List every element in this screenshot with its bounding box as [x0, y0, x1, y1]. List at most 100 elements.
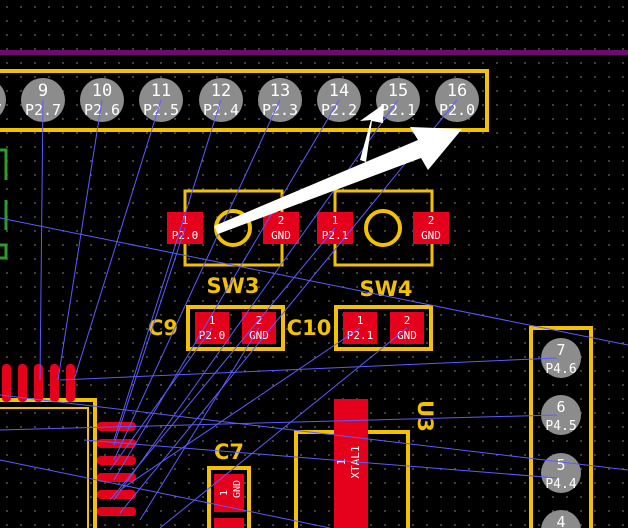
ratsnest-line	[0, 414, 558, 431]
ratsnest-line	[109, 327, 213, 471]
c7-pad-1[interactable]: 1 GND	[214, 474, 244, 528]
ratsnest-line	[39, 99, 44, 381]
pin-number: 4	[556, 513, 565, 528]
c9-pad-1-number: 1	[209, 314, 216, 327]
left-ic-footprint	[0, 398, 97, 528]
pin-number: 7	[556, 341, 565, 359]
pin-number: 6	[556, 398, 565, 416]
ratsnest-line	[83, 439, 558, 479]
pin-net-name: P2.2	[321, 101, 357, 119]
c10-pad-2-number: 2	[404, 314, 411, 327]
pin-number: 15	[388, 81, 408, 101]
header-right-pin[interactable]: 7P4.6	[541, 338, 581, 378]
c10-outline	[334, 305, 433, 351]
sw3-pad-1-number: 1	[182, 214, 189, 227]
sw4-pad-2[interactable]: 2 GND	[413, 212, 449, 244]
sw4-reference-label: SW4	[360, 277, 413, 301]
c10-reference-label: C10	[287, 316, 332, 340]
header-right-outline	[529, 326, 593, 528]
pin-number: 5	[556, 456, 565, 474]
c7-outline	[207, 466, 251, 528]
ratsnest-line	[109, 227, 336, 501]
pin-net-name: P2.7	[0, 101, 2, 119]
pin-number: 9	[38, 81, 48, 101]
c9-reference-label: C9	[148, 316, 178, 340]
ratsnest-line	[0, 394, 628, 471]
header-right-pin[interactable]: 6P4.5	[541, 395, 581, 435]
ratsnest-line	[0, 217, 628, 346]
pin-number: 16	[447, 81, 467, 101]
sw4-pad-1-net: P2.1	[322, 229, 349, 242]
ratsnest-line	[113, 99, 399, 501]
pin-net-name: P4.4	[545, 477, 576, 492]
ic-pad	[50, 364, 59, 402]
ic-pad	[97, 507, 136, 516]
board-edge-line	[0, 50, 628, 55]
arrow-to-p2-1	[360, 104, 384, 162]
sw3-pad-1-net: P2.0	[172, 229, 199, 242]
ratsnest-line	[59, 357, 558, 381]
ic-pad	[34, 364, 43, 402]
header-top-outline	[0, 69, 489, 132]
sw4-center-hole	[364, 209, 402, 247]
header-right-pins: 7P4.6 6P4.5 5P4.4 4	[541, 338, 581, 528]
u3-reference-label: U3	[413, 400, 437, 432]
sw4-pad-2-number: 2	[428, 214, 435, 227]
arrow-to-p2-0	[214, 127, 462, 234]
header-right-pin[interactable]: 5P4.4	[541, 453, 581, 493]
pin-net-name: P2.4	[203, 101, 239, 119]
through-hole-pad	[541, 338, 581, 378]
sw3-pad-2-number: 2	[278, 214, 285, 227]
ratsnest-line	[0, 459, 331, 528]
pin-number: 11	[151, 81, 171, 101]
u3-pad-1[interactable]: 1 XTAL1	[334, 399, 368, 528]
c7-pad-1-net: GND	[232, 480, 243, 498]
sw3-pad-2[interactable]: 2 GND	[263, 212, 299, 244]
pin-net-name: P4.6	[545, 362, 576, 377]
left-ic-pads	[2, 364, 136, 516]
sw4-pad-1-number: 1	[332, 214, 339, 227]
pin-net-name: P2.5	[143, 101, 179, 119]
header-right-pin[interactable]: 4	[541, 510, 581, 528]
pin-number: 10	[92, 81, 112, 101]
pin-number: 13	[270, 81, 290, 101]
ratsnest-line	[113, 99, 281, 461]
pin-net-name: P2.0	[439, 101, 475, 119]
through-hole-pad	[0, 84, 6, 116]
ratsnest-line	[73, 99, 162, 381]
c10-pad-2[interactable]: 2 GND	[390, 312, 424, 344]
ratsnest-line	[119, 327, 361, 491]
ratsnest-line	[159, 327, 408, 528]
pin-net-name: P2.3	[262, 101, 298, 119]
c10-pad-2-net: GND	[397, 329, 417, 342]
through-hole-pad	[541, 395, 581, 435]
ic-pad	[97, 490, 136, 499]
ratsnest-line	[113, 99, 222, 441]
c7-pad-1-number: 1	[219, 490, 230, 496]
pin-net-name: P2.6	[84, 101, 120, 119]
ratsnest-line	[119, 99, 458, 514]
ratsnest-line	[139, 327, 260, 521]
left-component-outline	[0, 148, 8, 260]
c9-pad-2-net: GND	[249, 329, 269, 342]
pin-number: 14	[329, 81, 349, 101]
pin-net-name: P2.1	[380, 101, 416, 119]
sw3-reference-label: SW3	[207, 274, 260, 298]
c10-pad-1-number: 1	[357, 314, 364, 327]
header-top-pin[interactable]: 7P2.7	[0, 78, 6, 122]
ic-pad	[97, 439, 136, 448]
ratsnest-line	[113, 99, 340, 481]
annotation-arrows	[214, 104, 462, 234]
pin-net-name: P4.5	[545, 419, 576, 434]
ic-pad	[66, 364, 75, 402]
pin-number: 12	[211, 81, 231, 101]
sw4-pad-2-net: GND	[421, 229, 441, 242]
c9-pad-1-net: P2.0	[199, 329, 226, 342]
c10-pad-1-net: P2.1	[347, 329, 374, 342]
ratsnest-line	[113, 227, 186, 446]
ic-pad	[18, 364, 27, 402]
sw3-pad-2-net: GND	[271, 229, 291, 242]
ratsnest-line	[57, 99, 103, 381]
